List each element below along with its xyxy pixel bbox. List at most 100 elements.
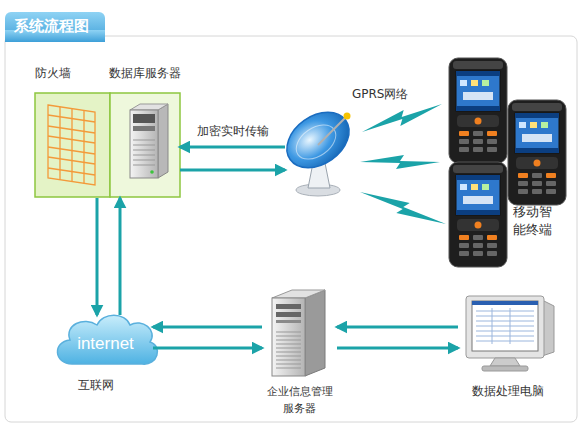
database-server-box — [150, 170, 154, 174]
radio-link — [360, 155, 440, 169]
firewall-box — [48, 105, 95, 185]
enterprise-server — [272, 298, 305, 376]
firewall-node: 防火墙 — [35, 65, 110, 198]
satellite-dish — [276, 101, 359, 179]
radio-bolt — [360, 192, 446, 224]
enterprise-server — [276, 344, 301, 345]
node-label: 移动智能终端 — [513, 203, 555, 239]
firewall-box — [48, 105, 95, 185]
database-server-box — [133, 114, 155, 123]
firewall-box — [35, 93, 110, 197]
node-label: 防火墙 — [35, 65, 71, 81]
node-label: 数据库服务器 — [109, 65, 181, 81]
computer-node: 数据处理电脑 — [458, 292, 558, 400]
satellite-dish — [344, 113, 351, 120]
radio-bolt — [362, 104, 442, 132]
satellite-node: GPRS网络 — [285, 86, 360, 195]
database-server-box — [110, 93, 180, 197]
mobile-terminal — [449, 162, 507, 267]
database-server-box — [133, 155, 155, 156]
node-label: GPRS网络 — [352, 86, 409, 102]
enterprise-server — [276, 320, 301, 323]
firewall-box — [71, 109, 72, 182]
flow-arrow — [96, 198, 99, 315]
database-server-box — [133, 165, 155, 166]
database-server-box — [158, 104, 168, 178]
node-label: 企业信息管理服务器 — [262, 383, 337, 417]
mobile-terminal — [449, 58, 507, 163]
database-server-box — [133, 150, 155, 151]
mobile-terminal-node: 移动智能终端 — [440, 52, 575, 270]
flow-arrow — [337, 326, 458, 329]
desktop-computer — [476, 336, 534, 337]
diagram-title: 系统流程图 — [14, 16, 89, 36]
desktop-computer — [476, 341, 534, 342]
database-server-node: 数据库服务器 — [110, 65, 180, 198]
database-server-box — [133, 140, 155, 165]
node-label: 互联网 — [58, 377, 134, 393]
desktop-computer — [476, 316, 534, 317]
page-frame — [5, 12, 105, 42]
database-server-box — [133, 160, 155, 161]
satellite-dish — [318, 118, 345, 145]
flow-arrow — [153, 326, 262, 329]
internet-cloud — [57, 315, 157, 364]
desktop-computer — [476, 331, 534, 332]
edge-label: 加密实时传输 — [197, 123, 269, 139]
desktop-computer — [482, 366, 528, 371]
enterprise-server — [276, 332, 301, 368]
satellite-dish — [276, 101, 359, 196]
desktop-computer — [476, 308, 534, 344]
mobile-terminal — [508, 100, 566, 205]
enterprise-server — [272, 290, 325, 298]
desktop-computer — [476, 326, 534, 327]
database-server-box — [133, 140, 155, 141]
desktop-computer — [472, 301, 538, 351]
enterprise-server — [276, 368, 301, 369]
desktop-computer — [466, 296, 554, 371]
desktop-computer — [510, 308, 511, 344]
database-server-box — [130, 104, 168, 110]
database-server-box — [133, 145, 155, 146]
database-server-box — [130, 110, 158, 178]
desktop-computer — [476, 321, 534, 322]
database-server-box — [133, 126, 155, 131]
firewall-box — [35, 93, 110, 197]
node-label: 数据处理电脑 — [458, 383, 558, 399]
enterprise-server — [276, 340, 301, 341]
enterprise-server — [272, 290, 325, 376]
desktop-computer — [476, 311, 534, 312]
desktop-computer — [466, 296, 544, 358]
internet-node: internet 互联网 — [58, 315, 153, 393]
flow-arrow — [180, 146, 285, 149]
desktop-computer — [492, 308, 493, 344]
enterprise-server — [276, 360, 301, 361]
enterprise-server — [276, 348, 301, 349]
page-frame — [5, 36, 577, 422]
flow-arrow — [180, 169, 285, 172]
enterprise-server — [276, 304, 301, 309]
enterprise-server-node: 企业信息管理服务器 — [262, 288, 337, 423]
mobile-terminal — [449, 58, 566, 267]
flow-arrow — [337, 347, 458, 350]
radio-bolt — [360, 104, 446, 224]
desktop-computer — [490, 358, 520, 366]
node-label: internet — [58, 334, 153, 354]
internet-cloud — [57, 315, 157, 364]
enterprise-server — [305, 290, 325, 376]
enterprise-server — [276, 352, 301, 353]
flow-arrow — [119, 198, 122, 315]
enterprise-server — [276, 356, 301, 357]
page-frame — [5, 12, 577, 422]
firewall-box — [83, 110, 84, 183]
firewall-box — [59, 107, 60, 180]
desktop-computer — [472, 301, 538, 305]
enterprise-server — [276, 336, 301, 337]
enterprise-server — [276, 364, 301, 365]
database-server-box — [110, 93, 180, 197]
satellite-dish — [290, 118, 342, 166]
enterprise-server — [276, 332, 301, 333]
